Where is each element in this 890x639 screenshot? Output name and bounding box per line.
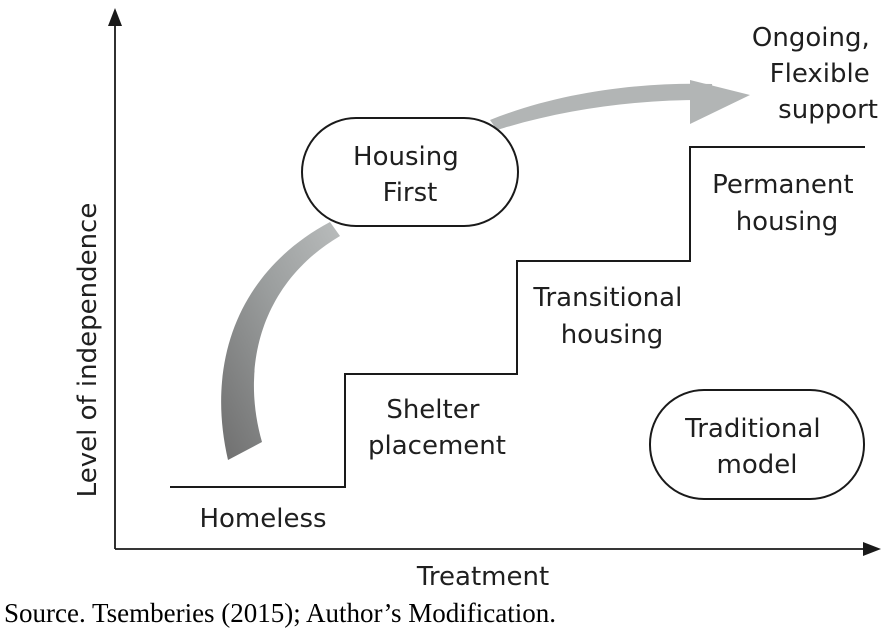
x-axis: [115, 542, 881, 556]
traditional-model-line1: Traditional: [684, 414, 820, 444]
svg-text:Housing First: Housing First: [353, 142, 467, 208]
x-axis-label: Treatment: [416, 562, 549, 592]
svg-text:Traditional model: Traditional model: [684, 414, 829, 480]
housing-first-box: [301, 117, 519, 227]
housing-first-line1: Housing: [353, 142, 459, 172]
svg-text:Shelter placement: Shelter placement: [368, 395, 506, 461]
ongoing-line1: Ongoing,: [752, 23, 870, 53]
y-axis-label: Level of independence: [73, 203, 103, 498]
y-axis: [108, 8, 122, 549]
transitional-label-line2: housing: [561, 320, 664, 350]
svg-text:Ongoing, Flexible supp: Ongoing, Flexible support: [752, 23, 878, 125]
ongoing-line2: Flexible: [770, 59, 870, 89]
homeless-label: Homeless: [199, 504, 326, 534]
source-caption: Source. Tsemberies (2015); Author’s Modi…: [4, 598, 557, 628]
svg-text:Transitional housing: Transitional housing: [532, 283, 690, 350]
housing-first-arrow: [221, 80, 750, 460]
svg-text:Permanent housing: Permanent housing: [712, 170, 862, 237]
ongoing-line3: support: [778, 95, 878, 125]
transitional-label-line1: Transitional: [532, 283, 682, 313]
housing-first-line2: First: [383, 178, 438, 208]
staircase-line: [170, 146, 865, 488]
traditional-model-line2: model: [717, 450, 798, 480]
traditional-model-box: [649, 389, 865, 500]
shelter-label-line2: placement: [368, 431, 506, 461]
permanent-label-line2: housing: [736, 207, 839, 237]
permanent-label-line1: Permanent: [712, 170, 853, 200]
shelter-label-line1: Shelter: [386, 395, 479, 425]
